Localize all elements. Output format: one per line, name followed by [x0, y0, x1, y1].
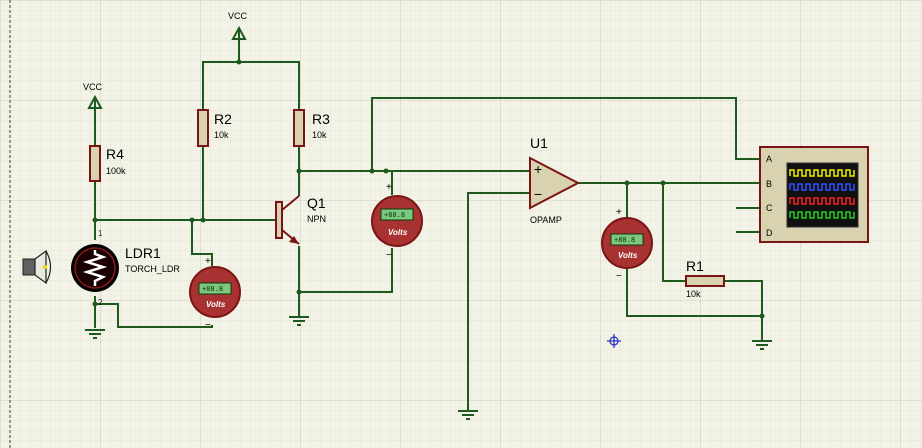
- speaker-torch-icon[interactable]: [22, 249, 52, 285]
- vcc-label: VCC: [228, 11, 248, 21]
- opamp-ref: U1: [530, 135, 548, 151]
- vcc-terminal-2[interactable]: VCC: [228, 11, 248, 42]
- plus-sign: +: [386, 182, 392, 193]
- transistor-ref: Q1: [307, 195, 326, 211]
- pin-number: 2: [98, 298, 103, 307]
- emitter-arrow-icon: [289, 236, 299, 244]
- ldr-ref: LDR1: [125, 245, 161, 261]
- resistor-ref: R1: [686, 258, 704, 274]
- vcc-terminal-1[interactable]: VCC: [83, 82, 103, 110]
- channel-a-label: A: [766, 154, 772, 164]
- ground-ldr: [85, 329, 105, 339]
- junctions: [92, 59, 765, 319]
- resistor-value: 100k: [106, 166, 126, 176]
- voltmeter-display: +88.8: [202, 285, 223, 293]
- scope-trace: [789, 183, 855, 191]
- voltmeter-display: +88.8: [384, 211, 405, 219]
- ground-opamp: [458, 410, 478, 420]
- voltmeter-unit: Volts: [388, 228, 408, 237]
- opamp-minus-sign: −: [534, 186, 542, 202]
- resistor-value: 10k: [686, 289, 701, 299]
- channel-d-label: D: [766, 228, 773, 238]
- resistor-value: 10k: [312, 130, 327, 140]
- channel-b-label: B: [766, 179, 772, 189]
- resistor-ref: R3: [312, 111, 330, 127]
- plus-sign: +: [205, 256, 211, 267]
- crosshair-probe-icon[interactable]: [607, 334, 621, 348]
- minus-sign: −: [205, 320, 211, 331]
- channel-c-label: C: [766, 203, 773, 213]
- resistor-r2[interactable]: R2 10k: [197, 109, 232, 147]
- scope-trace: [789, 169, 855, 177]
- minus-sign: −: [616, 271, 622, 282]
- voltmeter-2[interactable]: +88.8 Volts + −: [189, 256, 241, 331]
- voltmeter-1[interactable]: +88.8 Volts + −: [371, 182, 423, 261]
- opamp-value: OPAMP: [530, 215, 562, 225]
- transistor-value: NPN: [307, 214, 326, 224]
- voltmeter-unit: Volts: [618, 251, 638, 260]
- voltmeter-unit: Volts: [206, 300, 226, 309]
- opamp-u1[interactable]: + − U1 OPAMP: [529, 135, 581, 225]
- resistor-r1[interactable]: R1 10k: [685, 258, 725, 299]
- ldr-ldr1[interactable]: 1 2 LDR1 TORCH_LDR: [71, 229, 180, 307]
- resistor-ref: R4: [106, 146, 124, 162]
- scope-trace: [789, 211, 855, 219]
- ground-output: [752, 340, 772, 350]
- voltmeter-3[interactable]: +88.8 Volts + −: [601, 207, 653, 282]
- resistor-r4[interactable]: R4 100k: [89, 145, 126, 182]
- plus-sign: +: [616, 207, 622, 218]
- resistor-r3[interactable]: R3 10k: [293, 109, 330, 147]
- vcc-label: VCC: [83, 82, 103, 92]
- oscilloscope[interactable]: A B C D: [759, 146, 869, 243]
- resistor-value: 10k: [214, 130, 229, 140]
- scope-trace: [789, 197, 855, 205]
- pin-number: 1: [98, 229, 103, 238]
- scope-traces: [789, 169, 855, 219]
- ldr-value: TORCH_LDR: [125, 264, 180, 274]
- opamp-plus-sign: +: [534, 161, 542, 177]
- resistor-ref: R2: [214, 111, 232, 127]
- ground-emitter: [289, 316, 309, 326]
- transistor-q1[interactable]: Q1 NPN: [275, 195, 326, 245]
- voltmeter-display: +88.8: [614, 236, 635, 244]
- wires: [94, 40, 763, 410]
- minus-sign: −: [386, 250, 392, 261]
